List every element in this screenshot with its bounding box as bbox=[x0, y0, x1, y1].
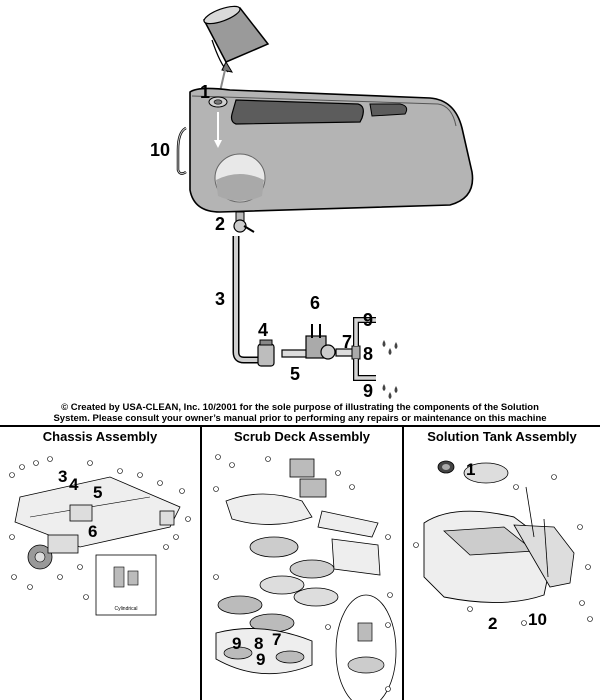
callout-10: 10 bbox=[150, 140, 170, 160]
solution-tank-assembly-panel: Solution Tank Assembly 1 2 10 bbox=[402, 425, 600, 700]
scrub-callout-8: 8 bbox=[254, 634, 263, 653]
solution-tank-assembly-title: Solution Tank Assembly bbox=[427, 429, 577, 444]
scrub-deck-assembly-title: Scrub Deck Assembly bbox=[233, 429, 371, 444]
chassis-callout-3: 3 bbox=[58, 467, 67, 486]
callout-9-top: 9 bbox=[363, 310, 373, 330]
scrub-callout-9-left: 9 bbox=[232, 634, 241, 653]
caption-line-1: © Created by USA-CLEAN, Inc. 10/2001 for… bbox=[61, 402, 539, 413]
plumbing-illustration bbox=[232, 211, 398, 399]
scrub-deck-assembly-panel: Scrub Deck Assembly 9 8 7 9 bbox=[200, 425, 402, 700]
tank-callout-10: 10 bbox=[528, 610, 547, 629]
solution-tank-exploded-view: 1 2 10 bbox=[413, 460, 593, 633]
callout-1: 1 bbox=[200, 82, 210, 102]
tank-callout-1: 1 bbox=[466, 460, 475, 479]
scrub-deck-exploded-view: 9 8 7 9 bbox=[213, 454, 397, 700]
callout-8: 8 bbox=[363, 344, 373, 364]
scrub-callout-7: 7 bbox=[272, 630, 281, 649]
chassis-exploded-view: 3 4 5 6 Cylindrical bbox=[9, 456, 191, 616]
callout-3: 3 bbox=[215, 289, 225, 309]
tank-callout-2: 2 bbox=[488, 614, 497, 633]
bucket-illustration bbox=[202, 5, 270, 97]
chassis-callout-4: 4 bbox=[69, 475, 79, 494]
solution-tank-illustration bbox=[176, 87, 474, 213]
solution-system-diagram: 1 2 3 4 5 6 7 8 9 9 10 bbox=[150, 5, 474, 401]
callout-6: 6 bbox=[310, 293, 320, 313]
callout-5: 5 bbox=[290, 364, 300, 384]
callout-4: 4 bbox=[258, 320, 268, 340]
scrub-callout-9-bottom: 9 bbox=[256, 650, 265, 669]
chassis-assembly-panel: Chassis Assembly 3 4 5 6 Cylindrical bbox=[0, 425, 200, 700]
callout-7: 7 bbox=[342, 332, 352, 352]
caption-line-2: System. Please consult your owner’s manu… bbox=[53, 413, 547, 424]
chassis-callout-6: 6 bbox=[88, 522, 97, 541]
chassis-inset-label: Cylindrical bbox=[114, 606, 137, 612]
chassis-assembly-title: Chassis Assembly bbox=[42, 429, 158, 444]
chassis-callout-5: 5 bbox=[93, 483, 102, 502]
callout-9-bottom: 9 bbox=[363, 381, 373, 401]
callout-2: 2 bbox=[215, 214, 225, 234]
